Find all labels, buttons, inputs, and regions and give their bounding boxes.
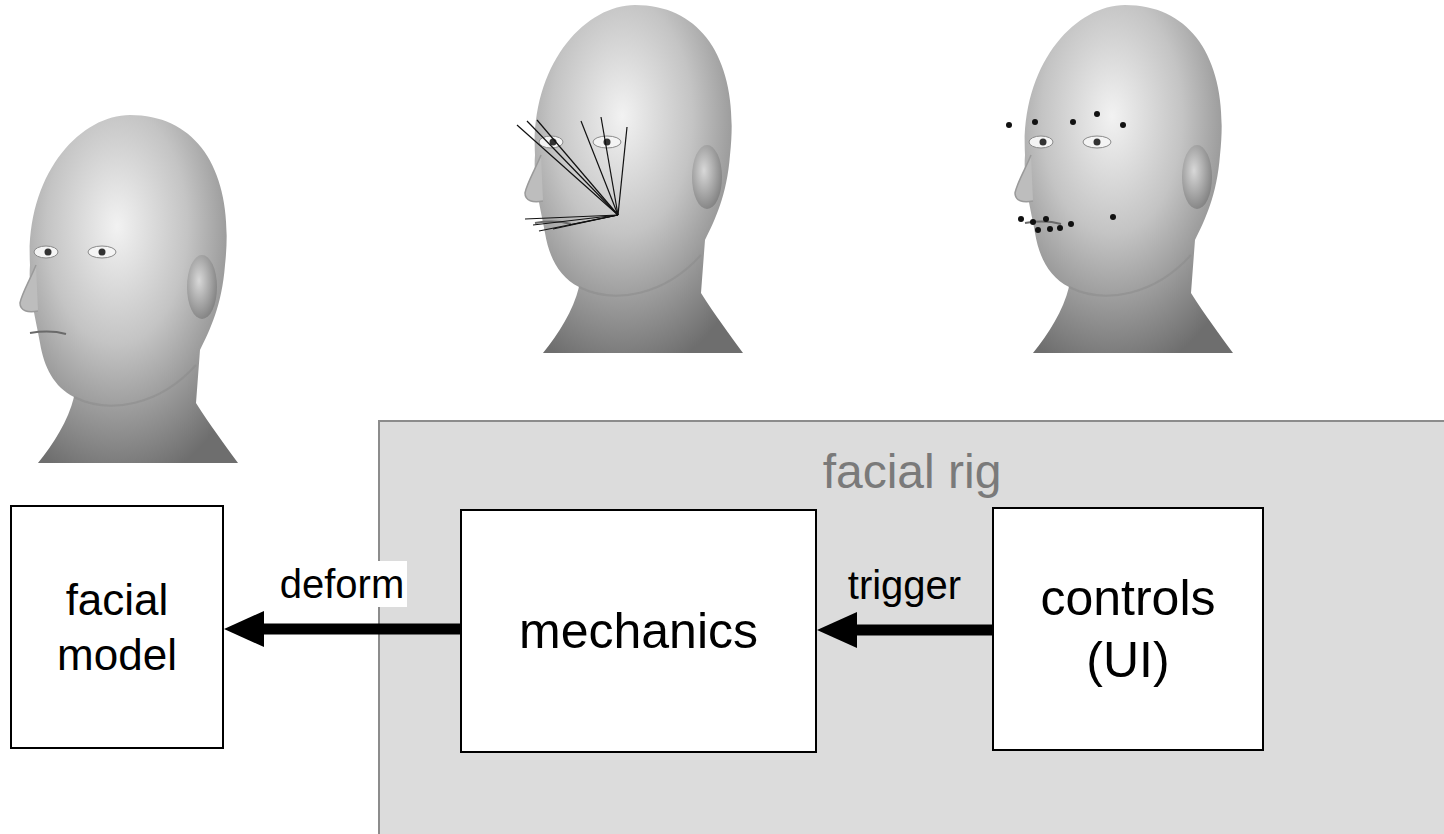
head-shape [525,5,743,353]
box-label: facial model [24,572,210,682]
arrow-connector [857,625,992,636]
muscle-lines [517,117,627,231]
box-label: mechanics [519,600,758,663]
head-plain [20,115,238,463]
landmark-dots [1006,111,1126,233]
edge-label: trigger [845,562,964,608]
head-shape [1015,5,1233,353]
controls-box: controls (UI) [992,507,1264,751]
model-box: facial model [10,505,224,749]
panel-heading: facial rig [380,442,1444,502]
box-label: controls (UI) [1006,567,1250,692]
arrow-connector [264,624,460,635]
head-landmarks [1006,5,1233,353]
mechanics-box: mechanics [460,509,817,753]
head-muscles [517,5,743,353]
edge-label: deform [277,561,408,607]
